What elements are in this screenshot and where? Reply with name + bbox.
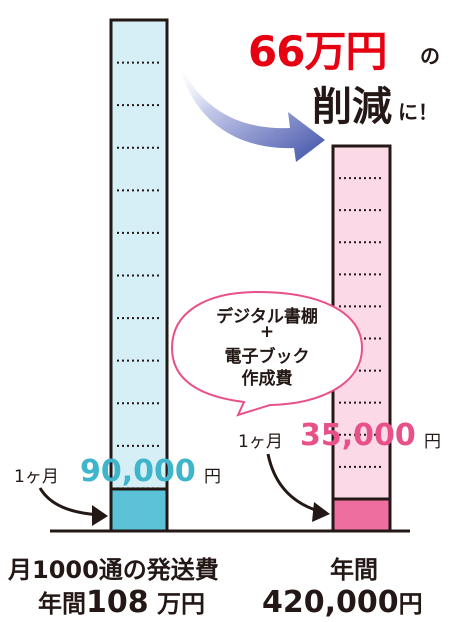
left-monthly-unit: 円 xyxy=(204,467,221,487)
right-caption-line1: 年間 xyxy=(330,556,378,584)
bubble-line-1: デジタル書棚 xyxy=(216,307,318,327)
left-caption-amount: 108 xyxy=(86,585,149,620)
headline-particle: の xyxy=(420,44,440,68)
right-monthly-label: 1ヶ月 xyxy=(238,432,283,452)
left-caption-line2: 年間108 万円 xyxy=(38,584,205,620)
bubble-line-4: 作成費 xyxy=(241,369,293,389)
left-monthly-value: 90,000 xyxy=(80,454,196,489)
right-monthly-value: 35,000 xyxy=(300,418,416,453)
left-caption-line1: 月1000通の発送費 xyxy=(8,556,219,584)
headline-word: 削減 xyxy=(312,84,392,130)
right-caption-unit: 円 xyxy=(398,590,423,618)
left-pointer-arrow-icon xyxy=(38,487,101,517)
speech-bubble xyxy=(170,290,364,417)
right-caption-amount: 420,000 xyxy=(262,585,399,620)
headline-amount: 66万円 xyxy=(248,27,387,76)
left-caption-prefix: 年間 xyxy=(38,590,86,618)
bar-left-monthly xyxy=(109,487,169,533)
reduction-arrow-icon xyxy=(178,60,325,162)
left-pointer-arrowhead-icon xyxy=(92,505,108,526)
headline-suffix: に！ xyxy=(398,100,438,124)
bubble-line-3: 電子ブック xyxy=(224,347,310,367)
right-pointer-arrowhead-icon xyxy=(312,502,330,522)
bar-right-monthly xyxy=(331,497,392,533)
right-monthly-unit: 円 xyxy=(424,432,441,452)
left-monthly-label: 1ヶ月 xyxy=(14,467,59,487)
left-caption-unit: 万円 xyxy=(148,590,205,618)
bubble-line-2: + xyxy=(259,322,275,342)
right-caption-line2: 420,000円 xyxy=(262,584,423,620)
